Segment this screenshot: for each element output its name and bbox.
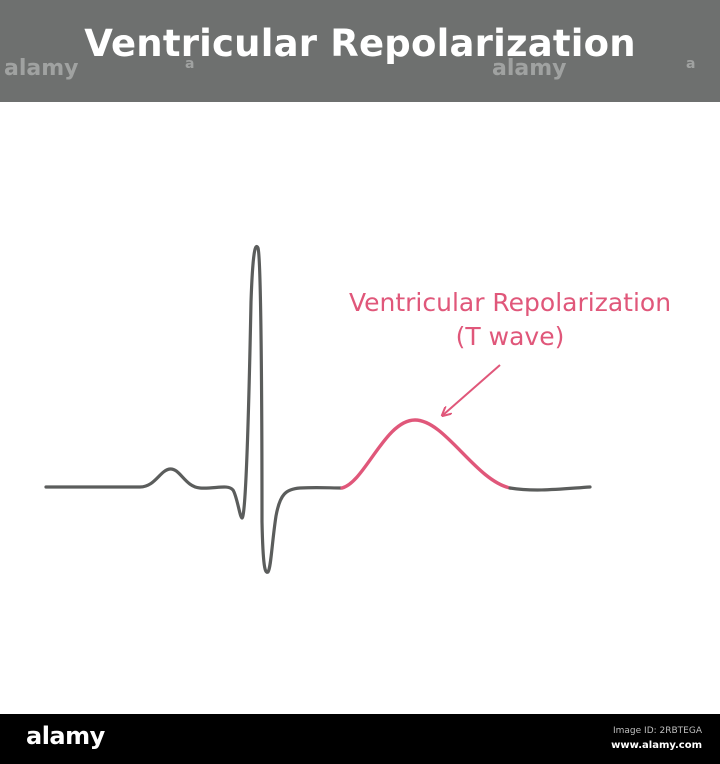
ecg-trace-pqrs: [44, 244, 344, 574]
watermark-text: a: [185, 56, 195, 72]
stock-footer: alamy Image ID: 2RBTEGA www.alamy.com: [0, 714, 720, 764]
page-title: Ventricular Repolarization: [84, 22, 636, 65]
watermark-text: alamy: [4, 56, 79, 81]
watermark-text: a: [686, 56, 696, 72]
ecg-trace-tail: [508, 485, 592, 492]
alamy-logo: alamy: [26, 722, 105, 750]
title-banner: alamy a alamy a Ventricular Repolarizati…: [0, 0, 720, 102]
t-wave-trace: [340, 418, 512, 490]
ecg-diagram: Ventricular Repolarization (T wave): [0, 102, 720, 714]
annotation-arrow: [443, 364, 501, 415]
t-wave-label: Ventricular Repolarization: [348, 288, 672, 317]
t-wave-sublabel: (T wave): [455, 322, 565, 351]
watermark-text: alamy: [492, 56, 567, 81]
ecg-trace-canvas: [44, 244, 592, 574]
image-id-text: Image ID: 2RBTEGA: [613, 726, 702, 736]
site-url: www.alamy.com: [611, 740, 702, 751]
